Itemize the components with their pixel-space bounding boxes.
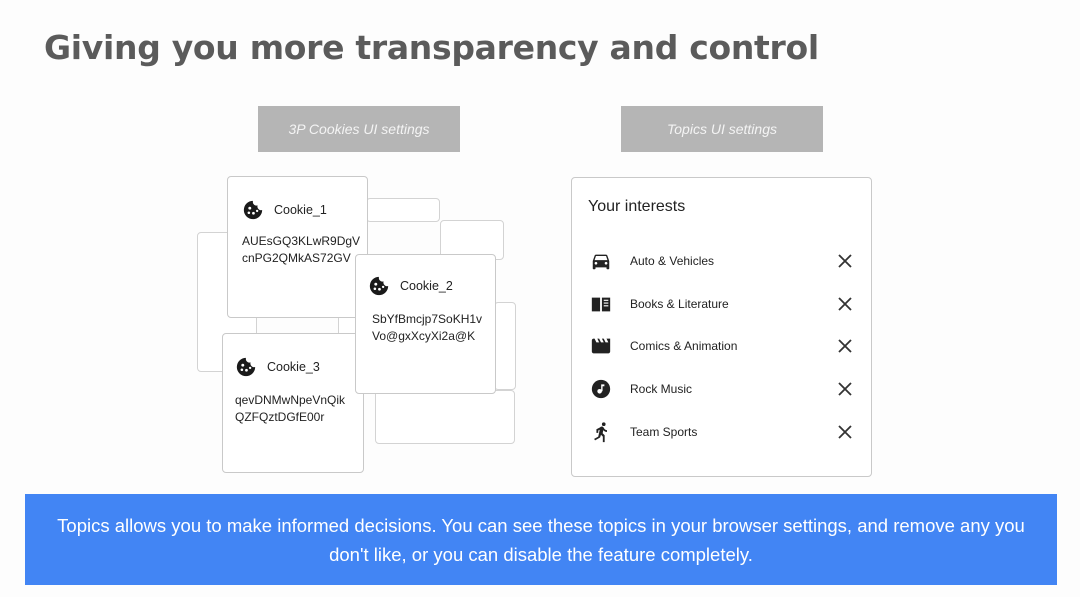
topic-row: Team Sports	[590, 417, 855, 447]
interests-heading: Your interests	[588, 198, 686, 215]
topic-row: Books & Literature	[590, 289, 855, 319]
topic-label: Comics & Animation	[630, 339, 738, 353]
topics-ui-settings-label: Topics UI settings	[621, 106, 823, 152]
slide-title: Giving you more transparency and control	[44, 28, 819, 67]
cookies-ui-settings-label: 3P Cookies UI settings	[258, 106, 460, 152]
cookie-card-2: Cookie_2 SbYfBmcjp7SoKH1v Vo@gxXcyXi2a@K	[355, 254, 496, 394]
banner-text: Topics allows you to make informed decis…	[57, 514, 1025, 565]
cookie-card-1: Cookie_1 AUEsGQ3KLwR9DgV cnPG2QMkAS72GV	[227, 176, 368, 318]
remove-topic-icon[interactable]	[835, 336, 855, 356]
cookie-value-line: AUEsGQ3KLwR9DgV	[242, 234, 361, 248]
ghost-card	[366, 198, 440, 222]
sports-icon	[590, 421, 612, 443]
film-icon	[590, 335, 612, 357]
cookie-value-line: qevDNMwNpeVnQik	[235, 393, 346, 407]
cookie-name: Cookie_1	[274, 203, 327, 217]
cookie-card-3: Cookie_3 qevDNMwNpeVnQik QZFQztDGfE00r	[222, 333, 364, 473]
topic-row: Rock Music	[590, 374, 855, 404]
cookie-name: Cookie_2	[400, 279, 453, 293]
car-icon	[590, 250, 612, 272]
cookie-icon	[369, 276, 389, 296]
remove-topic-icon[interactable]	[835, 251, 855, 271]
ghost-card	[375, 390, 515, 444]
ghost-card	[494, 302, 516, 390]
remove-topic-icon[interactable]	[835, 379, 855, 399]
topic-row: Comics & Animation	[590, 331, 855, 361]
cookie-value-line: SbYfBmcjp7SoKH1v	[372, 312, 483, 326]
cookie-value-line: Vo@gxXcyXi2a@K	[372, 329, 476, 343]
topic-label: Rock Music	[630, 382, 693, 396]
topic-label: Auto & Vehicles	[630, 254, 715, 268]
cookie-icon	[243, 200, 263, 220]
topic-row: Auto & Vehicles	[590, 246, 855, 276]
remove-topic-icon[interactable]	[835, 422, 855, 442]
remove-topic-icon[interactable]	[835, 294, 855, 314]
topic-label: Team Sports	[630, 425, 698, 439]
cookie-icon	[236, 357, 256, 377]
book-icon	[590, 293, 612, 315]
cookie-name: Cookie_3	[267, 360, 320, 374]
info-banner: Topics allows you to make informed decis…	[25, 494, 1057, 585]
cookie-value-line: QZFQztDGfE00r	[235, 410, 325, 424]
topic-label: Books & Literature	[630, 297, 729, 311]
cookie-value-line: cnPG2QMkAS72GV	[242, 251, 351, 265]
music-note-icon	[590, 378, 612, 400]
interests-panel: Your interests Auto & Vehicles Books & L…	[571, 177, 872, 477]
